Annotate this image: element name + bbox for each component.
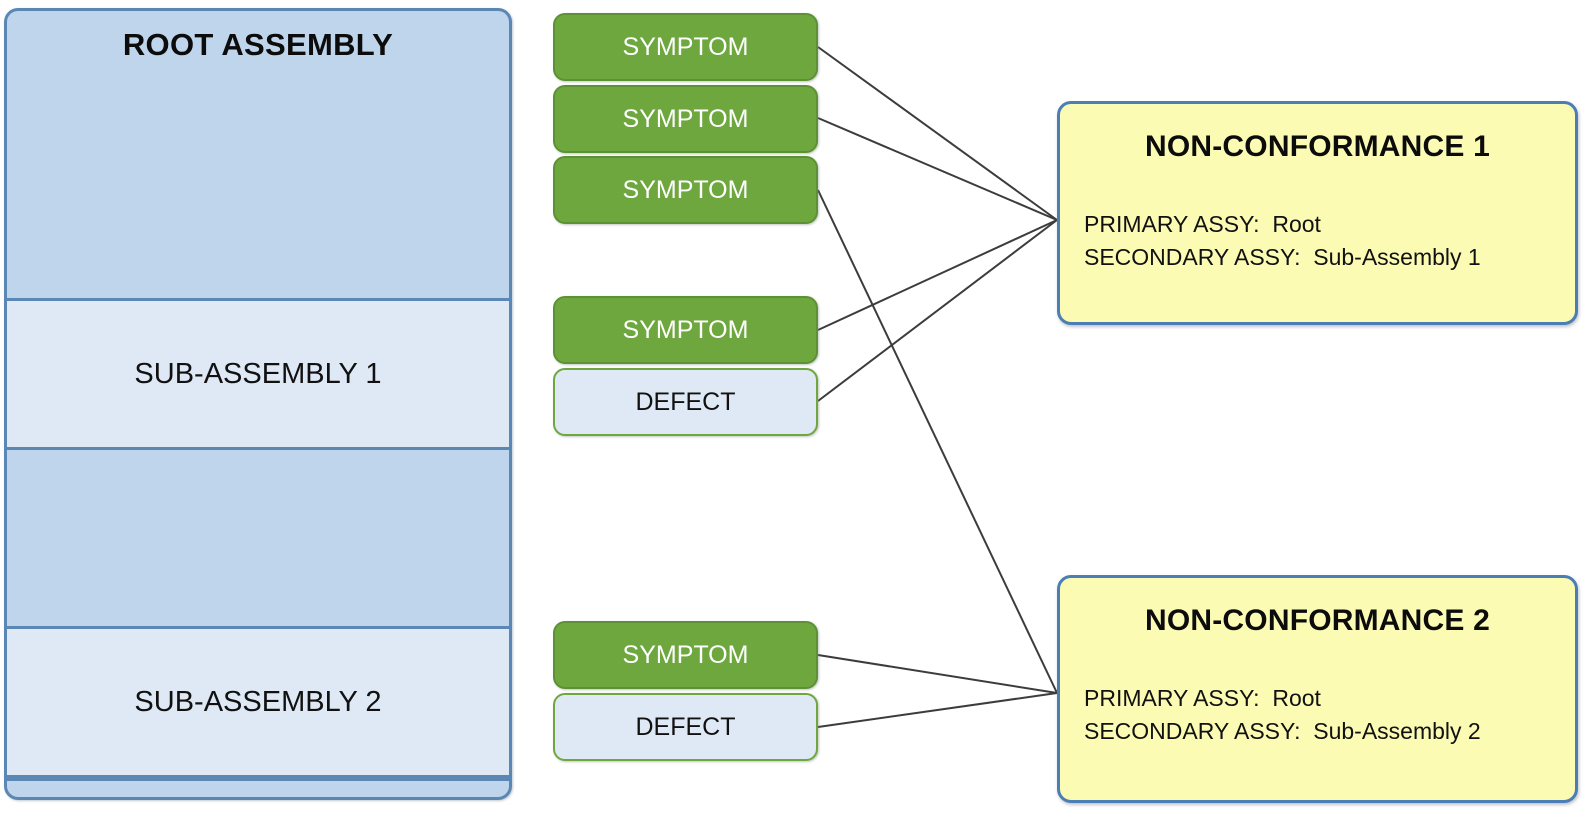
- non-conformance-1-secondary-assy: SECONDARY ASSY: Sub-Assembly 1: [1084, 243, 1481, 270]
- non-conformance-1-title: NON-CONFORMANCE 1: [1144, 130, 1491, 163]
- connector-symptom-5-to-nc-2: [817, 654, 1058, 694]
- panel-divider-bottom: [7, 778, 509, 781]
- connector-symptom-2-to-nc-1: [817, 117, 1058, 221]
- symptom-chip-1-label: SYMPTOM: [622, 32, 749, 61]
- defect-chip-2-label: DEFECT: [635, 712, 736, 741]
- non-conformance-2-details: PRIMARY ASSY: Root SECONDARY ASSY: Sub-A…: [1084, 682, 1575, 747]
- symptom-chip-5[interactable]: SYMPTOM: [553, 621, 818, 689]
- root-assembly-title: ROOT ASSEMBLY: [122, 27, 394, 62]
- connector-symptom-4-to-nc-1: [817, 219, 1058, 331]
- non-conformance-1-details: PRIMARY ASSY: Root SECONDARY ASSY: Sub-A…: [1084, 208, 1575, 273]
- defect-chip-2[interactable]: DEFECT: [553, 693, 818, 761]
- defect-chip-1-label: DEFECT: [635, 387, 736, 416]
- symptom-chip-2[interactable]: SYMPTOM: [553, 85, 818, 153]
- non-conformance-1-card[interactable]: NON-CONFORMANCE 1 PRIMARY ASSY: Root SEC…: [1057, 101, 1578, 325]
- connector-symptom-3-to-nc-2: [817, 189, 1058, 694]
- root-assembly-panel[interactable]: ROOT ASSEMBLY SUB-ASSEMBLY 1 SUB-ASSEMBL…: [4, 8, 512, 800]
- non-conformance-1-primary-assy: PRIMARY ASSY: Root: [1084, 211, 1321, 237]
- defect-chip-1[interactable]: DEFECT: [553, 368, 818, 436]
- sub-assembly-2-band[interactable]: SUB-ASSEMBLY 2: [7, 626, 509, 778]
- symptom-chip-1[interactable]: SYMPTOM: [553, 13, 818, 81]
- connector-symptom-1-to-nc-1: [817, 46, 1058, 221]
- symptom-chip-4[interactable]: SYMPTOM: [553, 296, 818, 364]
- sub-assembly-1-band[interactable]: SUB-ASSEMBLY 1: [7, 298, 509, 450]
- connector-defect-1-to-nc-1: [817, 219, 1058, 402]
- non-conformance-2-card[interactable]: NON-CONFORMANCE 2 PRIMARY ASSY: Root SEC…: [1057, 575, 1578, 803]
- non-conformance-2-title: NON-CONFORMANCE 2: [1144, 604, 1491, 637]
- symptom-chip-3-label: SYMPTOM: [622, 175, 749, 204]
- symptom-chip-2-label: SYMPTOM: [622, 104, 749, 133]
- symptom-chip-4-label: SYMPTOM: [622, 315, 749, 344]
- non-conformance-2-secondary-assy: SECONDARY ASSY: Sub-Assembly 2: [1084, 717, 1481, 744]
- symptom-chip-3[interactable]: SYMPTOM: [553, 156, 818, 224]
- non-conformance-2-primary-assy: PRIMARY ASSY: Root: [1084, 685, 1321, 711]
- symptom-chip-5-label: SYMPTOM: [622, 640, 749, 669]
- connector-defect-2-to-nc-2: [817, 692, 1058, 728]
- sub-assembly-2-label: SUB-ASSEMBLY 2: [134, 685, 382, 718]
- sub-assembly-1-label: SUB-ASSEMBLY 1: [134, 357, 382, 390]
